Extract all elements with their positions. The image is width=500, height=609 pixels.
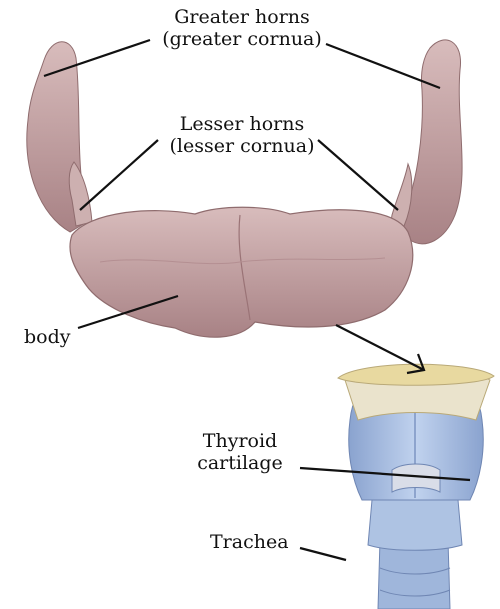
leader-arrow	[336, 325, 424, 370]
thyroid-label-line1: Thyroid	[180, 430, 300, 452]
lesser-horns-label: Lesser horns (lesser cornua)	[142, 113, 342, 157]
greater-horns-label: Greater horns (greater cornua)	[142, 6, 342, 50]
thyroid-label-line2: cartilage	[180, 452, 300, 474]
lesser-horns-label-line2: (lesser cornua)	[142, 135, 342, 157]
thyroid-cartilage-label: Thyroid cartilage	[180, 430, 300, 474]
leader-trachea	[300, 548, 346, 560]
lesser-horns-label-line1: Lesser horns	[142, 113, 342, 135]
hyoid-bone	[27, 40, 462, 337]
body-label: body	[24, 326, 71, 348]
larynx-illustration	[338, 364, 494, 609]
hyoid-body	[70, 207, 413, 337]
larynx-hyoid-top	[338, 364, 494, 385]
cricoid-cartilage	[368, 494, 462, 550]
greater-horns-label-line1: Greater horns	[142, 6, 342, 28]
greater-horns-label-line2: (greater cornua)	[142, 28, 342, 50]
trachea-label: Trachea	[210, 531, 289, 553]
